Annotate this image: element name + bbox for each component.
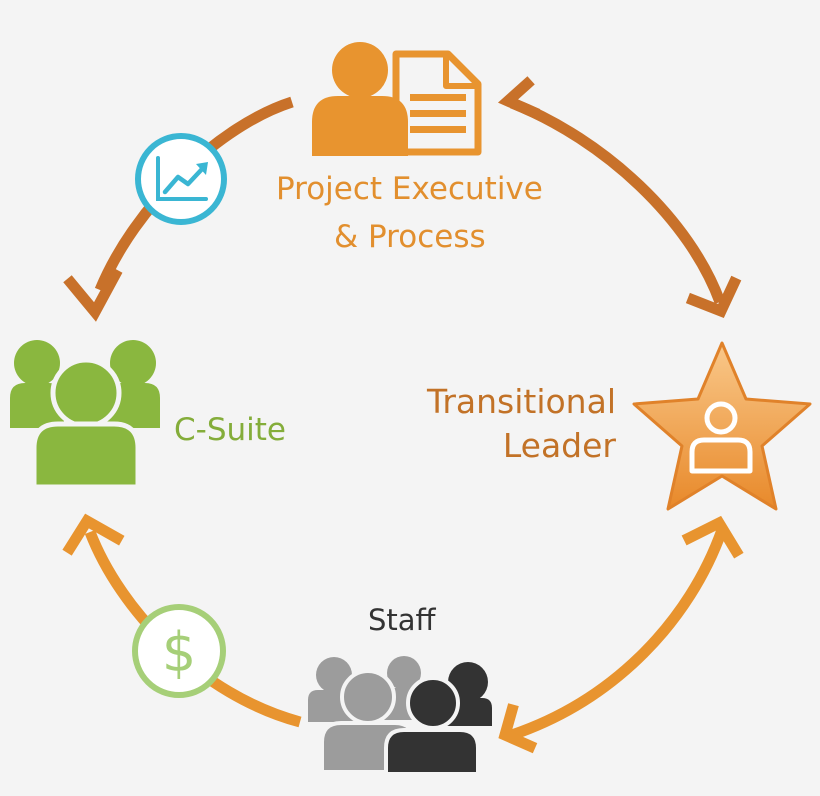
dollar-icon: $ xyxy=(132,604,226,698)
c-suite-label: C-Suite xyxy=(174,412,286,448)
arrow-staff-to-leader xyxy=(498,515,744,754)
group-icon xyxy=(10,340,160,490)
project-executive-label-line1: Project Executive xyxy=(276,171,543,207)
chart-growth-icon xyxy=(135,133,227,225)
person-document-icon xyxy=(312,42,482,156)
arrow-project-to-leader xyxy=(497,76,742,319)
staff-label: Staff xyxy=(368,603,436,637)
staff-group-icon xyxy=(308,656,492,776)
project-executive-label-line2: & Process xyxy=(334,219,486,255)
svg-text:$: $ xyxy=(162,621,196,684)
star-person-icon xyxy=(632,341,812,511)
transitional-leader-label-line1: Transitional xyxy=(427,382,616,421)
transitional-leader-label-line2: Leader xyxy=(502,426,616,465)
